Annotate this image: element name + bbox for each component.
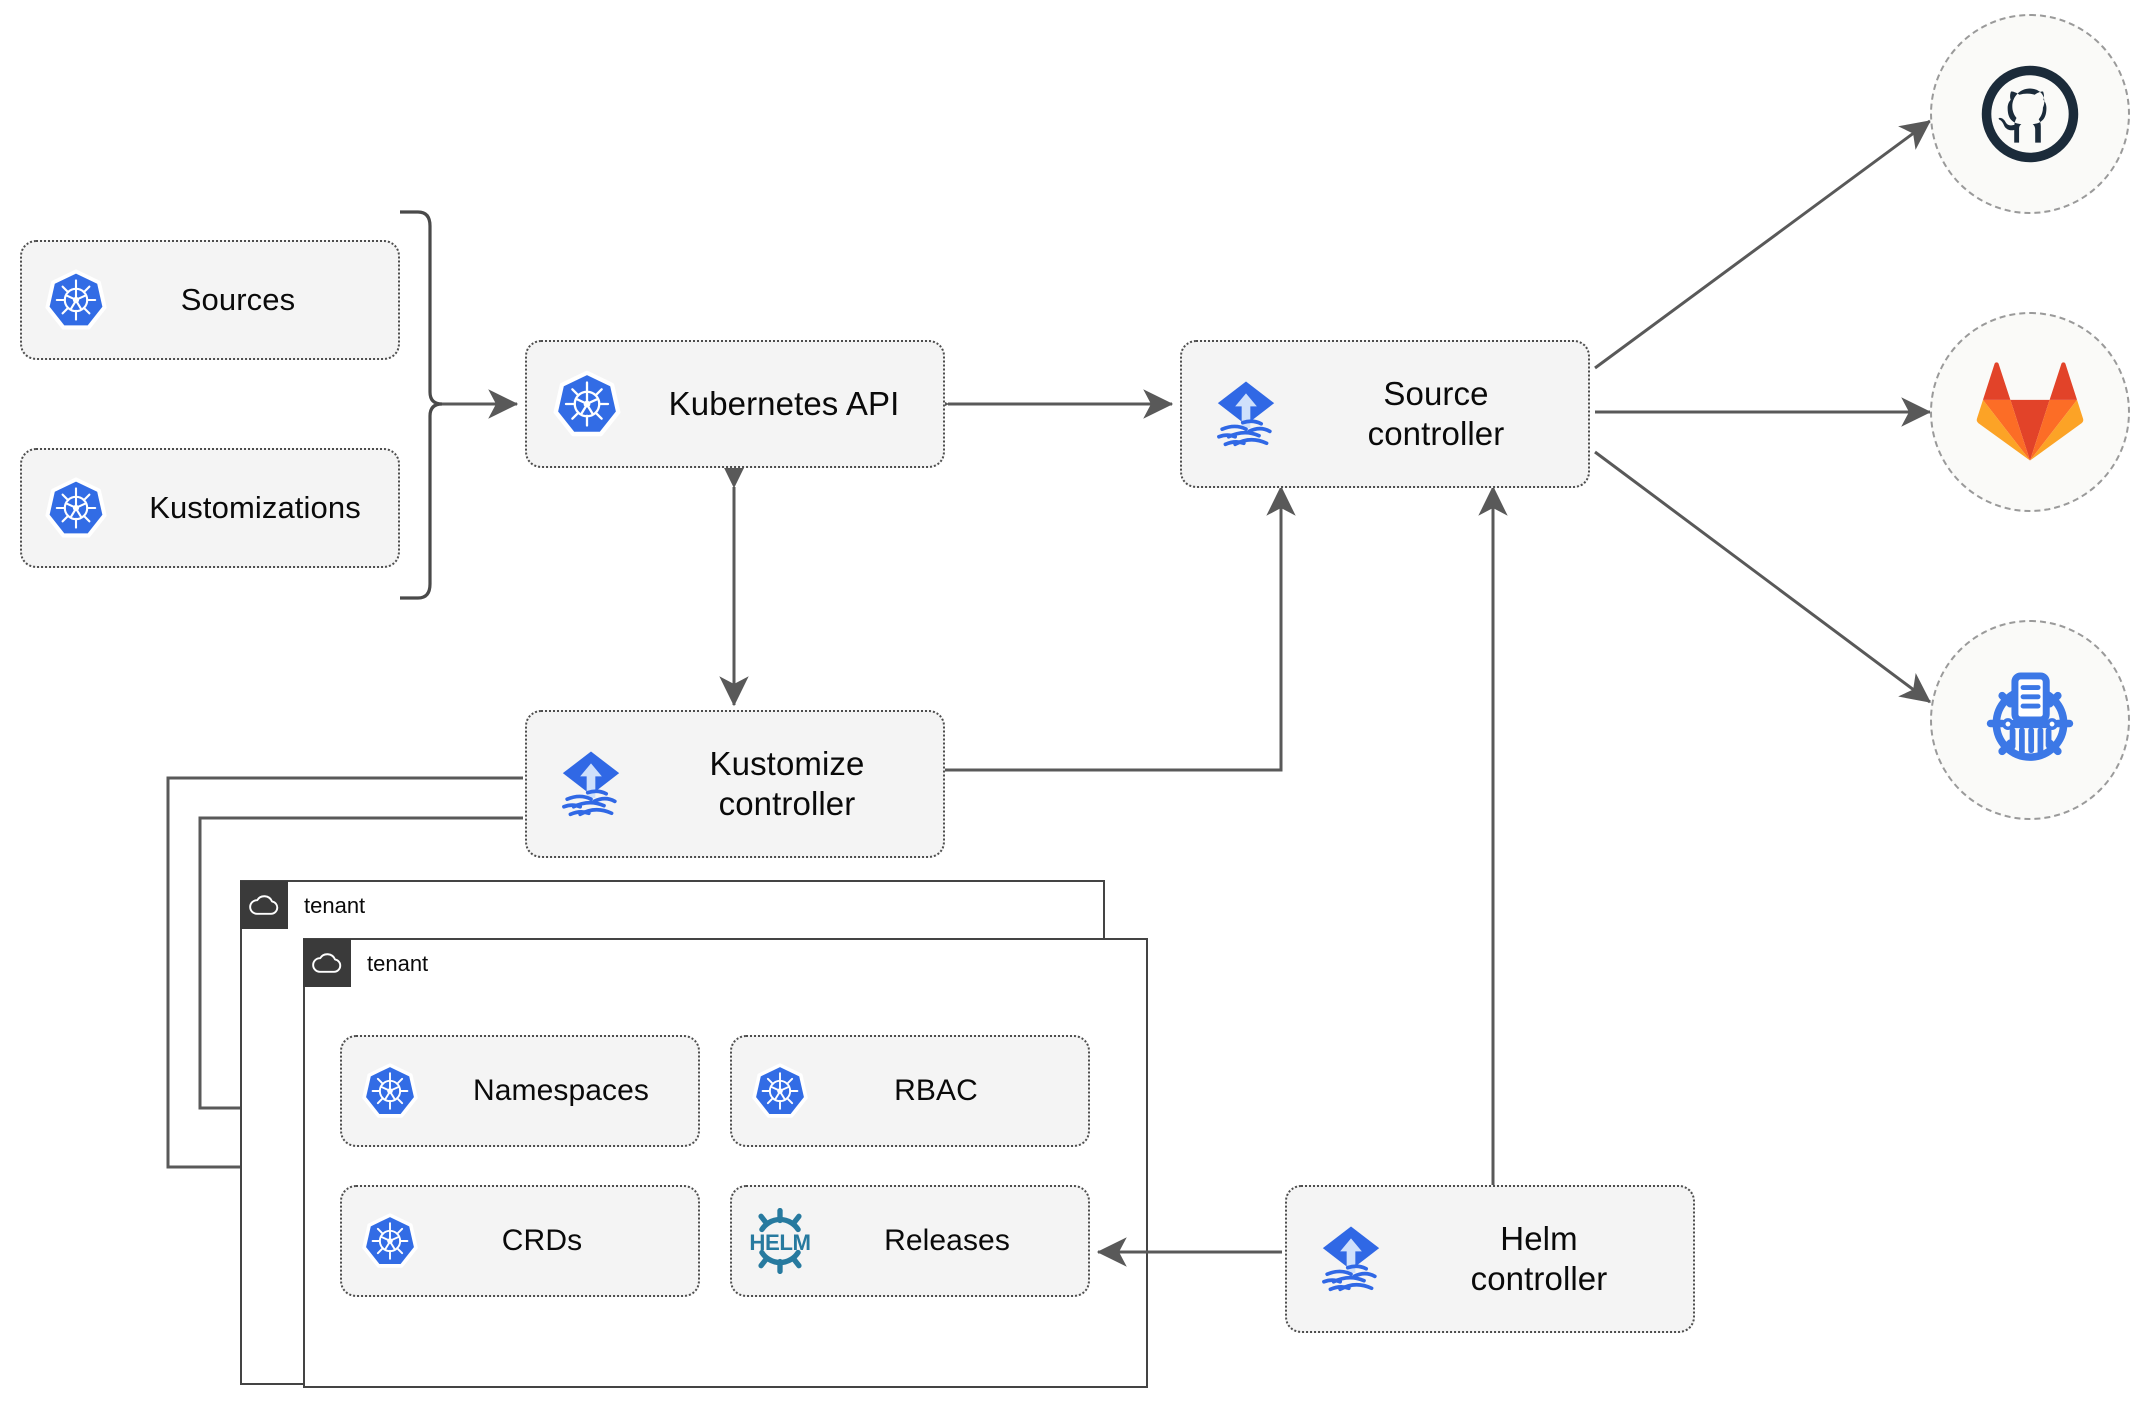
node-label: Namespaces xyxy=(472,1073,650,1107)
node-label: Releases xyxy=(884,1223,1010,1257)
tenant-label: tenant xyxy=(304,893,366,918)
node-label: Kubernetes API xyxy=(668,384,900,422)
node-namespaces[interactable]: Namespaces xyxy=(340,1035,700,1147)
node-label: RBAC xyxy=(894,1073,978,1107)
kubernetes-icon xyxy=(22,476,130,540)
node-label: CRDs xyxy=(501,1223,583,1257)
node-kustomize-controller[interactable]: Kustomize controller xyxy=(525,710,945,858)
tenant-label: tenant xyxy=(367,951,429,976)
node-helm-controller[interactable]: Helm controller xyxy=(1285,1185,1695,1333)
provider-helm-repository[interactable] xyxy=(1930,620,2130,820)
provider-gitlab[interactable] xyxy=(1930,312,2130,512)
node-source-controller[interactable]: Source controller xyxy=(1180,340,1590,488)
cloud-icon xyxy=(303,939,351,987)
helm-icon: HELM xyxy=(732,1208,828,1274)
kubernetes-icon xyxy=(342,1062,438,1120)
node-kubernetes-api[interactable]: Kubernetes API xyxy=(525,340,945,468)
github-icon xyxy=(1981,65,2079,163)
flux-icon xyxy=(1287,1220,1415,1298)
kubernetes-icon xyxy=(22,268,130,332)
flux-icon xyxy=(527,745,655,823)
node-sources[interactable]: Sources xyxy=(20,240,400,360)
helm-repository-icon xyxy=(1986,672,2074,761)
node-releases[interactable]: HELM Releases xyxy=(730,1185,1090,1297)
node-label: Source controller xyxy=(1367,374,1505,452)
tenant-tab: tenant xyxy=(240,881,366,930)
tenant-box-front[interactable]: tenant xyxy=(303,938,1148,1388)
kubernetes-icon xyxy=(342,1212,438,1270)
node-label: Kustomize controller xyxy=(709,744,865,822)
cloud-icon xyxy=(240,881,288,929)
node-label: Helm controller xyxy=(1470,1219,1608,1297)
gitlab-icon xyxy=(1976,362,2084,461)
svg-text:HELM: HELM xyxy=(749,1230,810,1255)
node-crds[interactable]: CRDs xyxy=(340,1185,700,1297)
tenant-tab: tenant xyxy=(303,939,429,988)
node-kustomizations[interactable]: Kustomizations xyxy=(20,448,400,568)
kubernetes-icon xyxy=(732,1062,828,1120)
provider-github[interactable] xyxy=(1930,14,2130,214)
kubernetes-icon xyxy=(527,369,647,439)
node-rbac[interactable]: RBAC xyxy=(730,1035,1090,1147)
flux-icon xyxy=(1182,375,1310,453)
node-label: Kustomizations xyxy=(149,490,361,526)
node-label: Sources xyxy=(180,282,296,318)
